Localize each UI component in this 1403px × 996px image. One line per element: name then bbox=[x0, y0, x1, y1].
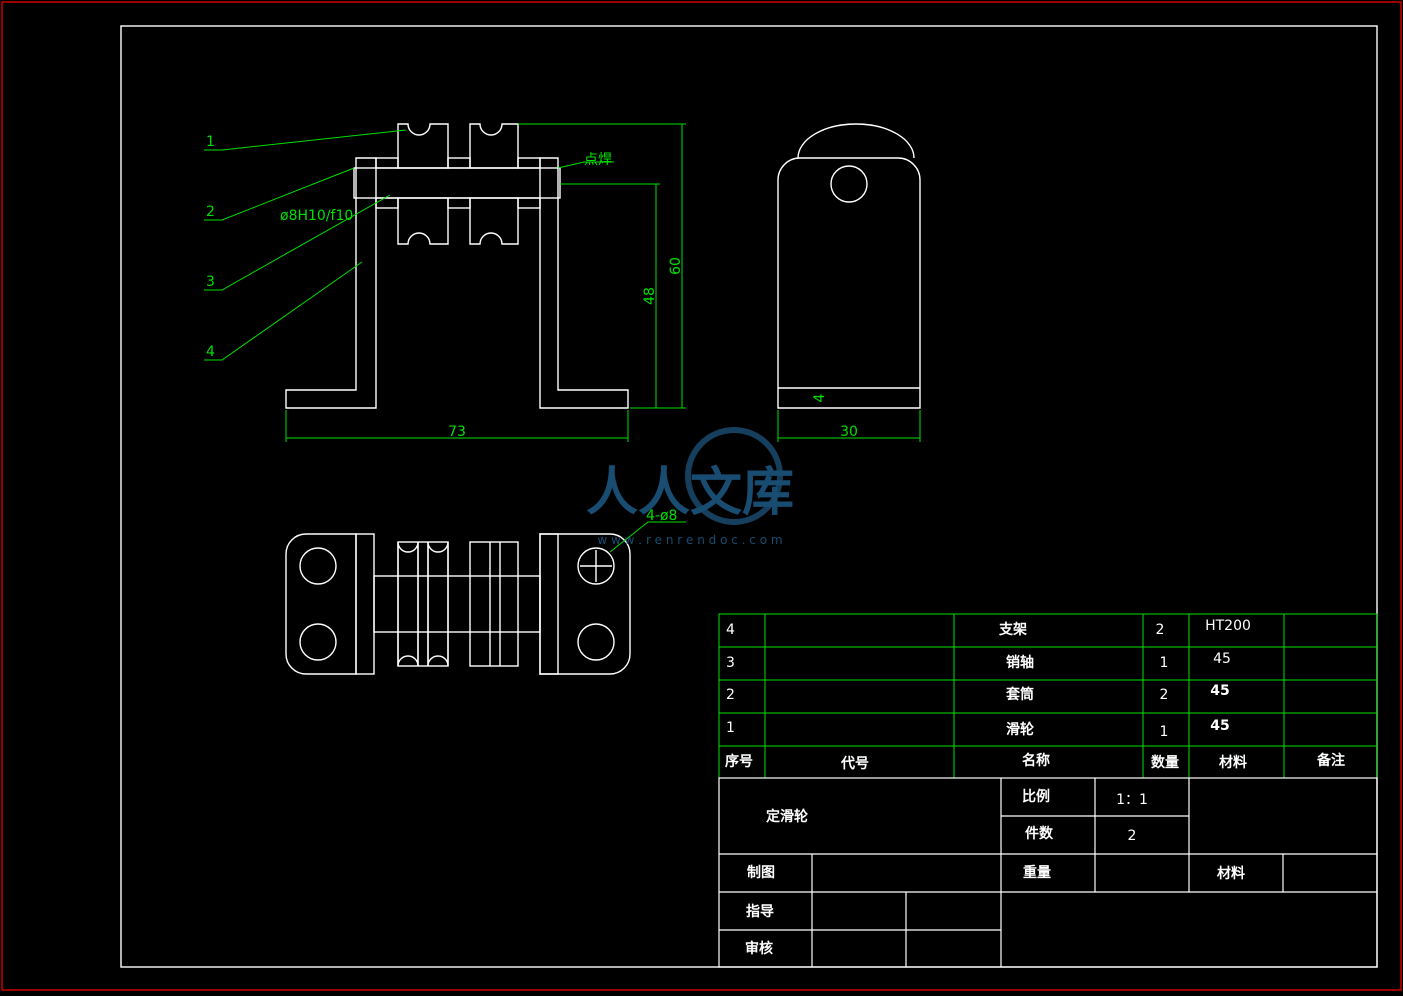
pulley-1-top bbox=[397, 123, 449, 169]
side-pulley-arc bbox=[797, 123, 915, 159]
fit-note: ø8H10/f10 bbox=[280, 208, 353, 224]
holes-leader bbox=[609, 521, 686, 553]
dim-60-text: 60 bbox=[668, 257, 684, 275]
part-name: 定滑轮 bbox=[766, 808, 808, 825]
watermark: 人人文库 w w w . r e n r e n d o c . c o m bbox=[586, 427, 794, 547]
material-label: 材料 bbox=[1217, 865, 1245, 882]
bom-cell-material: HT200 bbox=[1205, 618, 1251, 634]
count-label: 件数 bbox=[1025, 825, 1054, 842]
bom-cell-name: 销轴 bbox=[1006, 654, 1034, 671]
side-bracket bbox=[777, 157, 921, 409]
bracket-right bbox=[539, 157, 629, 409]
title-block: 定滑轮 比例 1：1 件数 2 制图 重量 材料 指导 审核 bbox=[718, 777, 1378, 968]
spacer-bottom bbox=[447, 197, 471, 209]
leader-label-4: 4 bbox=[206, 344, 215, 360]
top-bracket-right bbox=[539, 533, 631, 675]
front-view: 73 60 48 1 2 3 4 点焊 ø8H10/f10 bbox=[204, 123, 686, 442]
bom-row: 2 套筒 2 45 bbox=[726, 683, 1230, 703]
sleeve-top-left bbox=[375, 157, 399, 169]
top-pulley-2 bbox=[469, 541, 519, 667]
bom-cell-material: 45 bbox=[1210, 683, 1229, 699]
bom-cell-no: 1 bbox=[726, 720, 735, 736]
leader-4 bbox=[204, 261, 363, 361]
leader-2 bbox=[204, 167, 355, 221]
scale-value: 1：1 bbox=[1116, 792, 1148, 808]
top-axle bbox=[373, 575, 541, 633]
bom-cell-name: 支架 bbox=[998, 621, 1027, 638]
top-view: 4-ø8 bbox=[285, 508, 686, 675]
bom-header-name: 名称 bbox=[1022, 752, 1050, 769]
bom-cell-qty: 1 bbox=[1160, 724, 1169, 740]
side-pin-hole bbox=[830, 165, 868, 203]
bom-header: 序号 代号 名称 数量 材料 备注 bbox=[725, 752, 1345, 772]
bom-cell-qty: 2 bbox=[1160, 687, 1169, 703]
pulley-2-top bbox=[469, 123, 519, 169]
bom-cell-no: 4 bbox=[726, 622, 735, 638]
weight-label: 重量 bbox=[1023, 864, 1051, 881]
count-value: 2 bbox=[1128, 828, 1137, 844]
leader-label-2: 2 bbox=[206, 204, 215, 220]
dim-48-text: 48 bbox=[642, 287, 658, 305]
bom-row: 1 滑轮 1 45 bbox=[726, 718, 1230, 740]
dim-30-text: 30 bbox=[840, 424, 858, 440]
side-view: 30 4 bbox=[777, 123, 921, 442]
review-label: 审核 bbox=[745, 940, 773, 957]
dim-73-text: 73 bbox=[448, 424, 466, 440]
bom-cell-material: 45 bbox=[1213, 651, 1231, 667]
bom-header-material: 材料 bbox=[1219, 754, 1247, 771]
bom-header-no: 序号 bbox=[725, 753, 753, 770]
dim-4-text: 4 bbox=[812, 393, 828, 402]
top-pulley-1 bbox=[397, 541, 449, 667]
hole-4 bbox=[577, 623, 615, 661]
watermark-url: w w w . r e n r e n d o c . c o m bbox=[597, 533, 782, 547]
bom-header-note: 备注 bbox=[1316, 752, 1345, 769]
bom-cell-qty: 1 bbox=[1160, 655, 1169, 671]
sleeve-bottom-right bbox=[517, 197, 541, 209]
sleeve-top-right bbox=[517, 157, 541, 169]
holes-note: 4-ø8 bbox=[646, 508, 677, 524]
hole-1 bbox=[299, 547, 337, 585]
drawn-label: 制图 bbox=[747, 864, 775, 881]
leader-3 bbox=[204, 194, 391, 291]
pulley-1-bottom bbox=[397, 197, 449, 245]
axle-pin bbox=[353, 167, 561, 199]
hole-2 bbox=[299, 623, 337, 661]
bom-row: 3 销轴 1 45 bbox=[726, 651, 1231, 671]
leader-1 bbox=[204, 129, 407, 151]
top-bracket-left bbox=[285, 533, 357, 675]
bom-cell-no: 2 bbox=[726, 687, 735, 703]
scale-label: 比例 bbox=[1022, 788, 1050, 805]
weld-note: 点焊 bbox=[584, 152, 612, 168]
pulley-2-bottom bbox=[469, 197, 519, 245]
bom-table: 4 支架 2 HT200 3 销轴 1 45 2 套筒 2 45 1 滑轮 1 … bbox=[718, 613, 1378, 779]
bom-cell-qty: 2 bbox=[1156, 622, 1165, 638]
bom-cell-name: 滑轮 bbox=[1006, 721, 1034, 738]
bom-cell-material: 45 bbox=[1210, 718, 1229, 734]
bom-header-code: 代号 bbox=[840, 755, 869, 772]
bom-header-qty: 数量 bbox=[1151, 754, 1179, 771]
bracket-left bbox=[285, 157, 377, 409]
bom-cell-name: 套筒 bbox=[1006, 686, 1034, 703]
watermark-text: 人人文库 bbox=[586, 463, 794, 523]
leader-label-1: 1 bbox=[206, 134, 215, 150]
bom-cell-no: 3 bbox=[726, 655, 735, 671]
guide-label: 指导 bbox=[746, 903, 774, 920]
bom-row: 4 支架 2 HT200 bbox=[726, 618, 1251, 638]
sleeve-bottom-left bbox=[375, 197, 399, 209]
leader-label-3: 3 bbox=[206, 274, 215, 290]
spacer-top bbox=[447, 157, 471, 169]
weld-leader bbox=[557, 161, 614, 169]
hole-3 bbox=[577, 547, 615, 585]
